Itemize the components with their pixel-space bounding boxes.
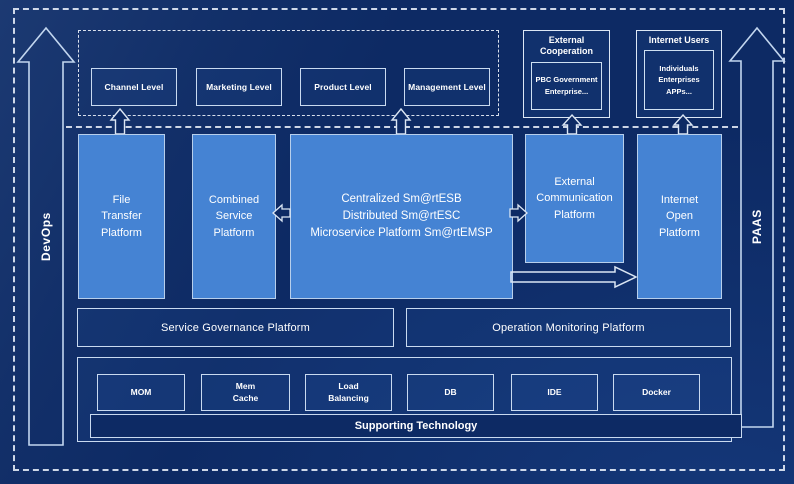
outer-dashed-border: [13, 8, 785, 471]
service-governance-platform-box: Service Governance Platform: [77, 308, 394, 347]
external-cooperation-box: External Cooperation PBC Government Ente…: [523, 30, 610, 118]
external-cooperation-title: External Cooperation: [540, 35, 593, 57]
operation-monitoring-platform-box: Operation Monitoring Platform: [406, 308, 731, 347]
platform-label: Internet Open Platform: [659, 193, 700, 239]
level-label: Marketing Level: [206, 82, 272, 92]
tech-box-db: DB: [407, 374, 494, 411]
internet-users-title: Internet Users: [648, 35, 710, 45]
tech-label: Docker: [642, 386, 671, 397]
tech-label: Load Balancing: [328, 381, 369, 403]
platform-label: Centralized Sm@rtESB Distributed Sm@rtES…: [310, 192, 493, 240]
tech-label: IDE: [547, 386, 562, 397]
internet-users-box: Internet Users Individuals Enterprises A…: [636, 30, 722, 118]
external-cooperation-members: PBC Government Enterprise...: [531, 61, 602, 110]
levels-dashed-container: Channel Level Marketing Level Product Le…: [78, 30, 499, 116]
paas-up-arrow-icon: [728, 26, 786, 428]
tech-label: MOM: [130, 386, 152, 397]
left-arrow-icon: [272, 203, 291, 223]
up-arrow-icon: [672, 113, 694, 135]
operation-monitoring-label: Operation Monitoring Platform: [492, 321, 645, 334]
level-label: Management Level: [408, 82, 486, 92]
service-governance-label: Service Governance Platform: [160, 321, 311, 334]
devops-up-arrow-icon: [16, 26, 76, 446]
platform-internet-open: Internet Open Platform: [637, 134, 722, 299]
platform-label: File Transfer Platform: [101, 193, 142, 239]
up-arrow-icon: [561, 113, 583, 135]
platform-esb-esc-emsp: Centralized Sm@rtESB Distributed Sm@rtES…: [290, 134, 513, 299]
platform-label: Combined Service Platform: [208, 193, 260, 239]
level-box-marketing: Marketing Level: [196, 68, 282, 106]
tech-label: Mem Cache: [232, 381, 259, 403]
level-box-channel: Channel Level: [91, 68, 177, 106]
platform-external-communication: External Communication Platform: [525, 134, 624, 263]
level-label: Product Level: [314, 82, 372, 92]
tech-box-ide: IDE: [511, 374, 598, 411]
tech-box-docker: Docker: [613, 374, 700, 411]
tech-box-mom: MOM: [97, 374, 185, 411]
level-box-product: Product Level: [300, 68, 386, 106]
level-label: Channel Level: [104, 82, 164, 92]
tech-box-load-balancing: Load Balancing: [305, 374, 392, 411]
flow-right-arrow-icon: [510, 265, 638, 289]
platform-combined-service: Combined Service Platform: [192, 134, 276, 299]
up-arrow-icon: [390, 107, 412, 135]
up-arrow-icon: [109, 107, 131, 135]
platform-label: External Communication Platform: [536, 175, 613, 221]
right-arrow-icon: [509, 203, 528, 223]
supporting-technology-bar: Supporting Technology: [90, 414, 742, 438]
supporting-technology-label: Supporting Technology: [354, 420, 478, 432]
tech-label: DB: [444, 386, 457, 397]
tech-box-mem-cache: Mem Cache: [201, 374, 290, 411]
internet-users-members: Individuals Enterprises APPs...: [644, 50, 714, 110]
level-box-management: Management Level: [404, 68, 490, 106]
platform-file-transfer: File Transfer Platform: [78, 134, 165, 299]
